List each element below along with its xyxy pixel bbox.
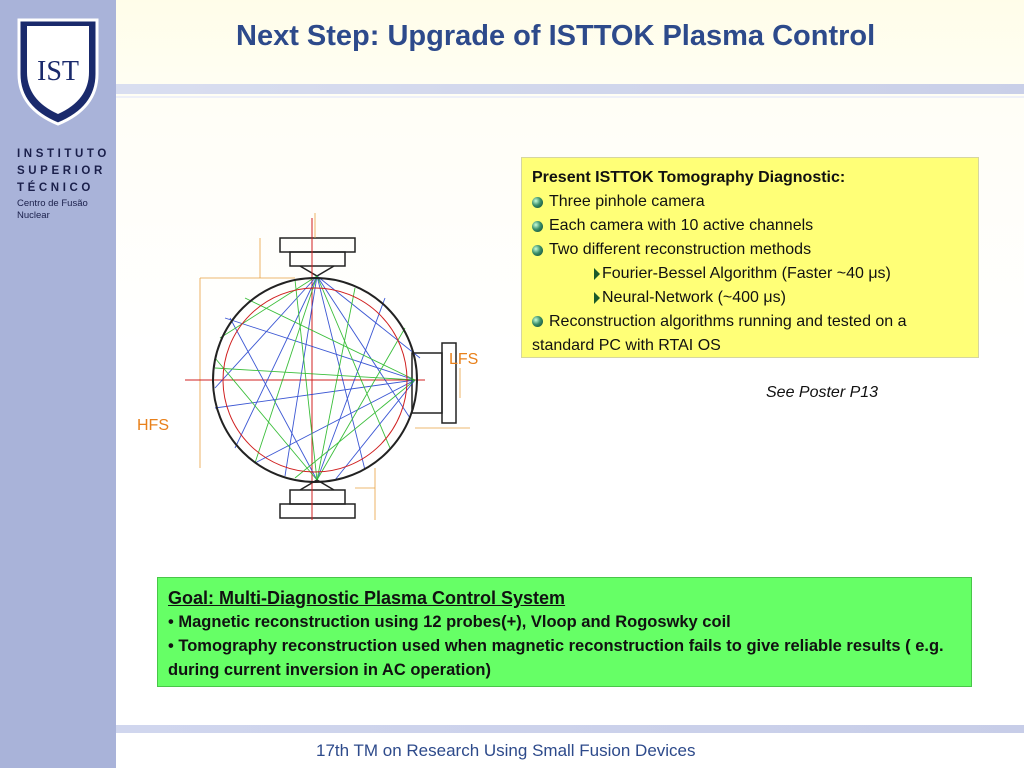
goal-point-2: • Tomography reconstruction used when ma… (168, 637, 944, 679)
diagnostic-box: Present ISTTOK Tomography Diagnostic: Th… (521, 157, 979, 358)
sub-list-item: Fourier-Bessel Algorithm (Faster ~40 μs) (532, 262, 968, 286)
triangle-bullet-icon (594, 292, 600, 304)
list-item-text: Two different reconstruction methods (549, 241, 812, 258)
green-ball-bullet-icon (532, 316, 543, 328)
header-divider (116, 84, 1024, 94)
goal-point-1: • Magnetic reconstruction using 12 probe… (168, 613, 731, 631)
institution-line-3: TÉCNICO (17, 182, 94, 194)
green-ball-bullet-icon (532, 244, 543, 256)
green-ball-bullet-icon (532, 220, 543, 232)
institution-subtitle: Centro de Fusão Nuclear (17, 198, 88, 222)
logo-mark: IST (37, 56, 79, 87)
list-item: Reconstruction algorithms running and te… (532, 310, 968, 358)
header-stripe (116, 0, 1024, 96)
hfs-label: HFS (137, 417, 169, 434)
list-item-text: Three pinhole camera (549, 193, 705, 210)
poster-note: See Poster P13 (766, 384, 879, 401)
institution-sub-line-1: Centro de Fusão (17, 198, 88, 209)
institution-name: INSTITUTO SUPERIOR TÉCNICO (17, 146, 110, 197)
triangle-bullet-icon (594, 268, 600, 280)
footer-divider (116, 725, 1024, 733)
green-ball-bullet-icon (532, 196, 543, 208)
sub-list-item-text: Neural-Network (~400 μs) (602, 289, 786, 306)
sidebar: IST INSTITUTO SUPERIOR TÉCNICO Centro de… (0, 0, 116, 768)
shield-icon: IST (17, 18, 99, 126)
list-item: Three pinhole camera (532, 190, 968, 214)
goal-heading: Goal: Multi-Diagnostic Plasma Control Sy… (168, 588, 566, 608)
sub-list-item: Neural-Network (~400 μs) (532, 286, 968, 310)
list-item: Two different reconstruction methods (532, 238, 968, 262)
institution-sub-line-2: Nuclear (17, 210, 50, 221)
list-item-text: Reconstruction algorithms running and te… (532, 313, 907, 354)
footer-text: 17th TM on Research Using Small Fusion D… (316, 741, 696, 760)
slide-title: Next Step: Upgrade of ISTTOK Plasma Cont… (236, 20, 876, 52)
institution-line-2: SUPERIOR (17, 165, 106, 177)
sub-list-item-text: Fourier-Bessel Algorithm (Faster ~40 μs) (602, 265, 891, 282)
institution-line-1: INSTITUTO (17, 148, 110, 160)
tomography-diagram (185, 213, 470, 520)
diagnostic-heading: Present ISTTOK Tomography Diagnostic: (532, 169, 846, 186)
list-item: Each camera with 10 active channels (532, 214, 968, 238)
list-item-text: Each camera with 10 active channels (549, 217, 814, 234)
goal-box: Goal: Multi-Diagnostic Plasma Control Sy… (157, 577, 972, 687)
lfs-label: LFS (449, 351, 479, 368)
header-divider-thin (116, 96, 1024, 98)
